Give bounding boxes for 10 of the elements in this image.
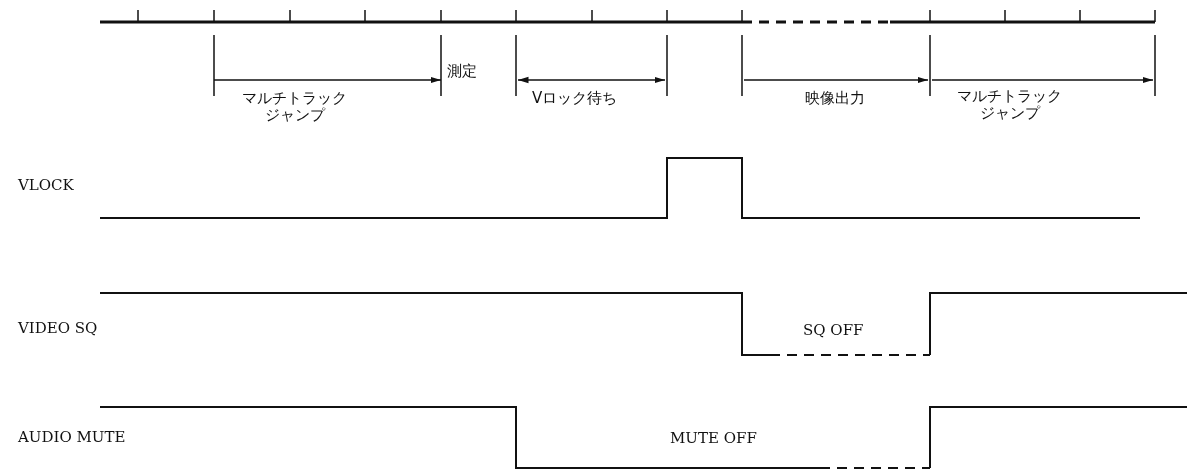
interval-label: 測定: [447, 63, 477, 80]
signal-name: VIDEO SQ: [18, 320, 98, 337]
interval-label: マルチトラックジャンプ: [956, 88, 1064, 122]
signal-name: AUDIO MUTE: [18, 429, 126, 446]
interval-label: 映像出力: [805, 90, 865, 107]
interval-label: マルチトラックジャンプ: [241, 90, 349, 124]
signal-name: VLOCK: [18, 177, 74, 194]
state-label: SQ OFF: [803, 322, 864, 339]
state-label: MUTE OFF: [670, 430, 757, 447]
interval-label: Vロック待ち: [532, 90, 618, 107]
